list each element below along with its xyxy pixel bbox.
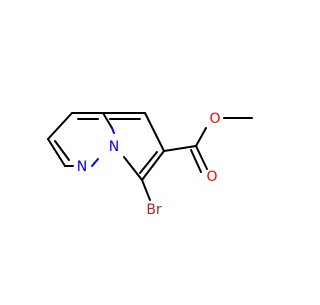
bond-c2-c-carbonyl bbox=[163, 145, 197, 152]
bond-c3-c2 bbox=[144, 112, 165, 152]
atom-br: Br bbox=[146, 202, 162, 218]
bonds bbox=[47, 112, 253, 201]
bond-c-carbonyl-o-ether bbox=[195, 127, 207, 147]
atom-o-ether: O bbox=[209, 111, 220, 127]
atom-n2: N bbox=[109, 139, 119, 155]
molecule-structure: N N O O Br bbox=[0, 0, 300, 300]
bond-c1-br bbox=[141, 179, 151, 201]
bond-c-carbonyl-o-carbonyl bbox=[195, 145, 208, 170]
bond-c5-c6-inner bbox=[54, 140, 70, 161]
atom-o-carbonyl: O bbox=[206, 169, 217, 185]
bond-n2-c3a bbox=[102, 112, 113, 129]
bond-c4-c5 bbox=[47, 112, 73, 140]
bond-c-carbonyl-o-carbonyl-2 bbox=[190, 149, 202, 173]
bond-c1-n2 bbox=[123, 156, 143, 181]
bond-c5-c6 bbox=[47, 138, 66, 167]
bond-c2-c1-inner bbox=[139, 151, 158, 174]
molecule-canvas: N N O O Br bbox=[0, 0, 300, 300]
bond-n1-n2 bbox=[91, 158, 99, 167]
atom-labels: N N O O Br bbox=[77, 111, 221, 218]
bond-c2-c1 bbox=[141, 150, 165, 181]
bond-n2-c3a-n bbox=[111, 127, 115, 134]
atom-n1: N bbox=[77, 159, 87, 175]
background bbox=[0, 0, 300, 300]
